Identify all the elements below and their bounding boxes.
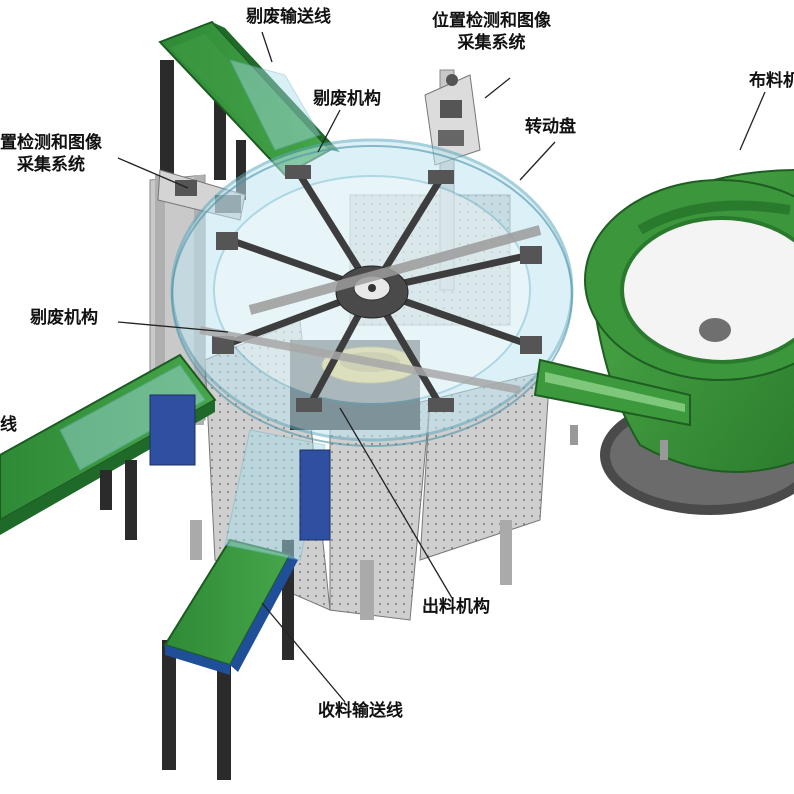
label-position-detection-left: 置检测和图像 采集系统 <box>0 132 102 176</box>
label-line: 位置检测和图像 <box>432 11 551 31</box>
label-conveyor-left-partial: 线 <box>0 415 17 435</box>
collection-conveyor <box>162 429 331 780</box>
vibratory-bowl <box>533 169 794 515</box>
label-reject-conveyor-top: 剔废输送线 <box>246 7 331 27</box>
leader-lines <box>117 31 766 703</box>
label-position-detection-top: 位置检测和图像 采集系统 <box>432 10 551 54</box>
label-feeding-mechanism: 布料机 <box>749 71 794 91</box>
label-discharge-mechanism: 出料机构 <box>422 597 490 617</box>
label-reject-mechanism-left: 剔废机构 <box>30 308 98 328</box>
reject-conveyor-left <box>0 353 217 540</box>
label-collection-conveyor: 收料输送线 <box>318 701 403 721</box>
label-turntable: 转动盘 <box>525 117 576 137</box>
label-line: 采集系统 <box>17 155 85 175</box>
label-reject-mechanism-top: 剔废机构 <box>313 89 381 109</box>
reject-conveyor-top <box>158 20 340 200</box>
label-line: 采集系统 <box>457 33 526 53</box>
label-line: 置检测和图像 <box>0 133 102 153</box>
turntable <box>170 138 574 447</box>
